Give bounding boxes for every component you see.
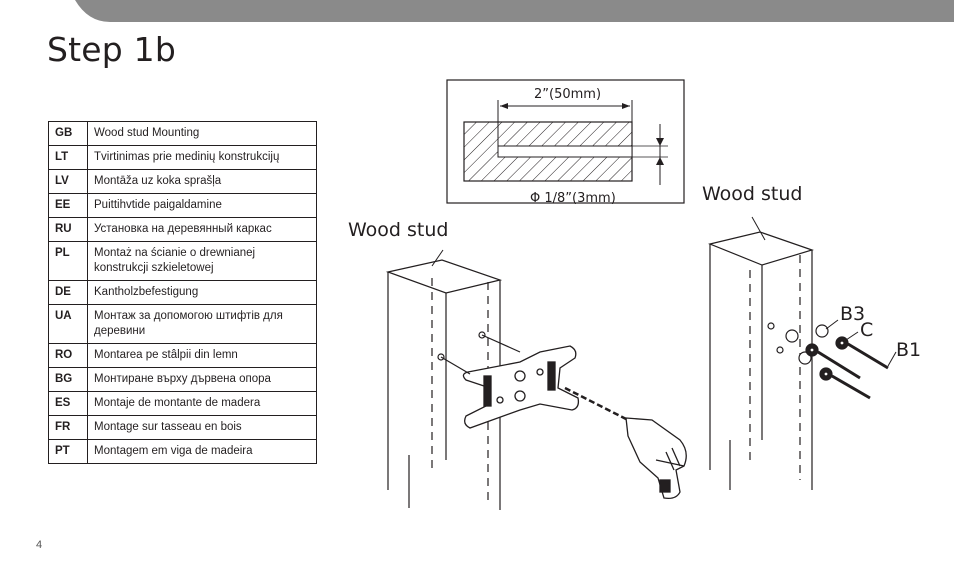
language-code: EE <box>48 193 88 218</box>
wall-plate <box>462 345 580 429</box>
right-wood-stud <box>708 216 814 490</box>
page-number: 4 <box>36 539 43 551</box>
part-label-c: C <box>860 319 873 341</box>
language-text: Монтиране върху дървена опора <box>87 367 317 392</box>
language-text: Kantholzbefestigung <box>87 280 317 305</box>
language-text: Montagem em viga de madeira <box>87 439 317 464</box>
language-code: DE <box>48 280 88 305</box>
language-text: Tvirtinimas prie medinių konstrukcijų <box>87 145 317 170</box>
language-code: BG <box>48 367 88 392</box>
diameter-label: Φ 1/8”(3mm) <box>530 191 616 206</box>
language-text: Montāža uz koka sprašļa <box>87 169 317 194</box>
part-label-b1: B1 <box>896 339 921 361</box>
language-text: Wood stud Mounting <box>87 121 317 146</box>
language-code: UA <box>48 304 88 344</box>
language-code: ES <box>48 391 88 416</box>
part-label-b3: B3 <box>840 303 865 325</box>
language-code: PL <box>48 241 88 281</box>
drill-depth-detail: 2”(50mm) Φ 1/8”(3mm) <box>446 79 685 206</box>
mounting-screws-left <box>437 331 521 375</box>
language-text: Montaż na ścianie o drewnianej konstrukc… <box>87 241 317 281</box>
drill-illustration <box>564 386 687 500</box>
language-text: Монтаж за допомогою штифтів для деревини <box>87 304 317 344</box>
depth-label: 2”(50mm) <box>534 87 601 102</box>
header-band <box>75 0 954 22</box>
left-stud-label: Wood stud <box>348 219 448 241</box>
right-stud-label: Wood stud <box>702 183 802 205</box>
page-title: Step 1b <box>47 30 176 69</box>
language-text: Montage sur tasseau en bois <box>87 415 317 440</box>
hardware-set <box>767 322 889 400</box>
